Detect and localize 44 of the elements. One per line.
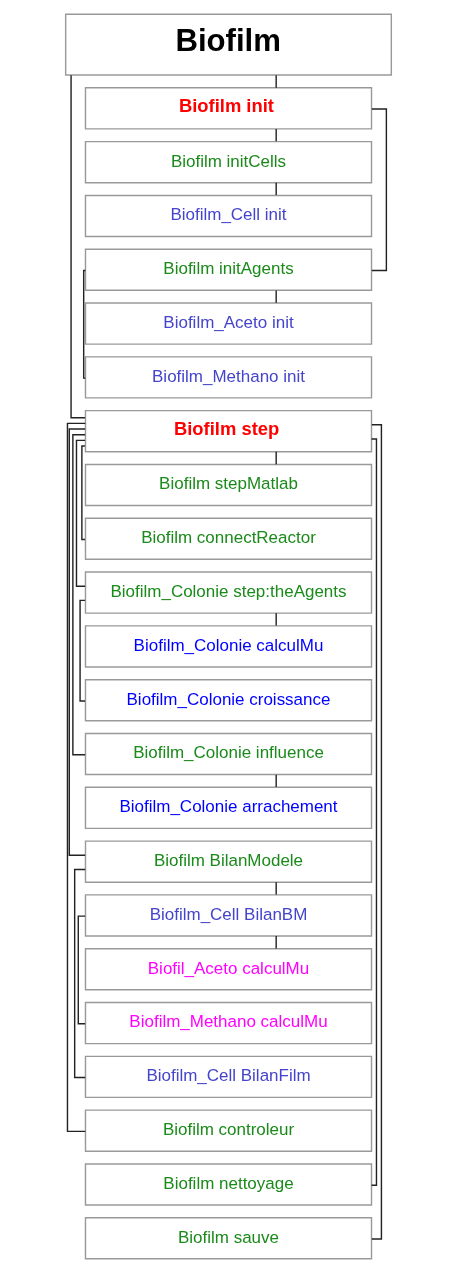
node-box: Biofilm stepMatlab xyxy=(84,463,373,507)
connector xyxy=(68,428,86,856)
connector xyxy=(83,269,87,379)
connector xyxy=(275,289,277,304)
node-box: Biofilm BilanModele xyxy=(84,840,373,883)
node-box: Biofilm initCells xyxy=(84,140,373,184)
node-box: Biofilm initAgents xyxy=(84,248,373,291)
node-box: Biofilm step xyxy=(84,409,373,453)
connector xyxy=(370,438,378,1186)
node-box: Biofilm nettoyage xyxy=(84,1163,373,1206)
connector xyxy=(73,868,86,1079)
connector xyxy=(275,451,277,465)
connector xyxy=(75,439,86,587)
connector xyxy=(275,935,277,950)
node-box: Biofilm_Colonie arrachement xyxy=(84,786,373,830)
connector xyxy=(275,128,277,142)
node-box: Biofilm_Cell BilanBM xyxy=(84,894,373,937)
node-box: Biofilm_Colonie influence xyxy=(84,732,373,776)
connector xyxy=(371,424,383,1240)
node-box: Biofilm_Cell BilanFilm xyxy=(84,1055,373,1099)
connector xyxy=(79,599,86,702)
node-box: Biofilm connectReactor xyxy=(84,517,373,561)
connector xyxy=(275,182,277,196)
node-box: Biofil_Aceto calculMu xyxy=(84,948,373,991)
node-box: Biofilm_Aceto init xyxy=(84,302,373,345)
connector xyxy=(81,445,86,541)
connector xyxy=(77,915,86,1025)
node-box: Biofilm_Colonie croissance xyxy=(84,679,373,722)
node-box: Biofilm controleur xyxy=(84,1109,373,1152)
connector xyxy=(70,74,86,419)
connector xyxy=(275,881,277,896)
connector xyxy=(72,434,86,756)
node-box: Biofilm_Colonie calculMu xyxy=(84,625,373,668)
node-box: Biofilm sauve xyxy=(84,1217,373,1260)
connector xyxy=(275,74,277,89)
node-box: Biofilm xyxy=(64,13,393,76)
node-box: Biofilm_Methano init xyxy=(84,356,373,399)
node-box: Biofilm_Colonie step:theAgents xyxy=(84,571,373,614)
node-box: Biofilm init xyxy=(84,87,373,130)
node-box: Biofilm_Cell init xyxy=(84,194,373,238)
node-box: Biofilm_Methano calculMu xyxy=(84,1001,373,1045)
connector xyxy=(275,612,277,627)
connector xyxy=(275,773,277,788)
connector xyxy=(66,422,87,1133)
